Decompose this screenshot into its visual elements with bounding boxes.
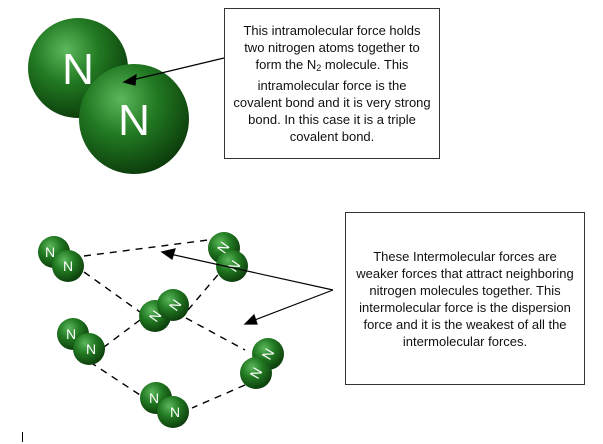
atom-label: N [62,45,94,94]
atom-label: N [63,258,73,274]
dashed-line [83,271,141,313]
dashed-line [185,317,246,351]
callout-text-part: molecule. This intramolecular force is t… [233,57,431,144]
edge-mark [22,432,23,442]
large-n2-molecule: N N [28,18,189,174]
dashed-line [187,269,223,311]
dashed-line [191,384,246,409]
nitrogen-atom [79,64,189,174]
dashed-line [99,319,141,351]
intramolecular-force-callout: This intramolecular force holds two nitr… [224,8,440,159]
nitrogen-atom [52,250,84,282]
nitrogen-atom [157,396,189,428]
atom-label: N [86,341,96,357]
callout-arrows [122,57,334,325]
callout-text-part: This intramolecular force holds two nitr… [243,23,421,72]
small-n2-molecule: N N [38,236,84,282]
small-n2-molecule: N N [240,338,284,389]
atom-label: N [149,390,159,406]
dispersion-force-lines [83,239,246,409]
small-n2-molecule: N N [140,382,189,428]
nitrogen-atom [240,357,272,389]
arrowhead [243,313,258,325]
atom-label: N [45,244,55,260]
nitrogen-atom [73,333,105,365]
dashed-line [83,239,209,257]
intramolecular-callout-text: This intramolecular force holds two nitr… [233,22,431,145]
subscript: 2 [316,63,322,73]
intermolecular-force-callout: These Intermolecular forces are weaker f… [345,212,585,385]
arrowhead [122,73,137,86]
dashed-line [89,361,141,396]
small-n2-molecule: N N [57,318,105,365]
small-n2-molecule: N N [139,289,189,332]
nitrogen-atom [216,250,248,282]
arrowhead [160,248,176,260]
nitrogen-atom [157,289,189,321]
arrow-line [131,57,225,81]
arrow-line [169,253,334,291]
atom-label: N [118,96,150,145]
atom-label: N [170,404,180,420]
atom-label: N [66,326,76,342]
intermolecular-callout-text: These Intermolecular forces are weaker f… [356,248,574,349]
small-n2-molecule: N N [208,232,248,282]
arrow-line [251,289,334,322]
